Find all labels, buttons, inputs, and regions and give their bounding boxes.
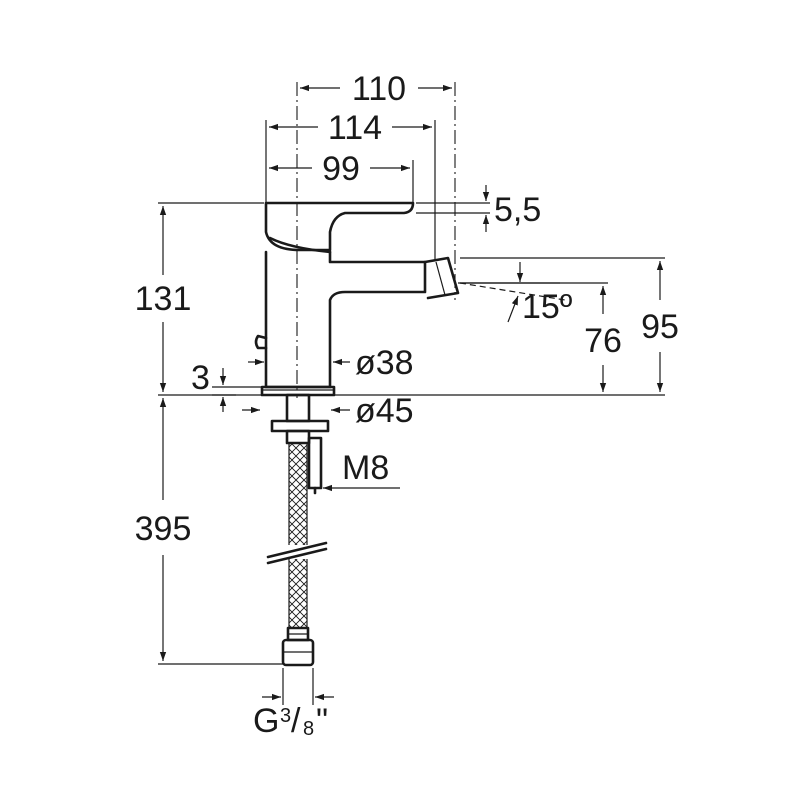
dim-3-label: 3 [191,359,210,397]
dim-15-label: 15º [522,288,572,326]
thread-denominator: 8 [303,718,314,740]
braided-hose [289,443,307,628]
faucet-body [254,201,460,667]
break-line-1 [266,541,328,559]
dim-15-angle-line [459,282,566,301]
handle-lever [264,201,415,252]
dimension-lines [159,84,664,701]
thread-g-label: G [253,702,279,740]
threaded-stud [285,393,311,423]
dim-114-label: 114 [328,109,382,147]
thread-numerator: 3 [280,705,291,727]
dim-5-5-label: 5,5 [494,191,541,229]
dim-131-label: 131 [135,280,192,318]
fixing-nut [285,429,311,445]
dim-76-label: 76 [584,322,622,360]
handle-lever-underside [268,236,332,254]
dim-38-label: ø38 [355,344,414,382]
nozzle-ring [435,261,446,296]
m8-label: M8 [342,449,389,487]
mixer-body [264,250,427,389]
thread-inch-mark: " [316,702,328,740]
m8-rod [307,436,323,490]
break-line-2 [266,547,328,565]
dim-110-label: 110 [352,70,406,108]
dim-99-label: 99 [322,150,360,188]
dim-45-label: ø45 [355,392,414,430]
mounting-washer [270,419,330,433]
thread-slash: / [291,702,301,740]
popup-knob [254,334,268,350]
dim-95-label: 95 [641,308,679,346]
dim-395-label: 395 [135,510,192,548]
dim-15-arrow-bottom [507,295,519,323]
dimension-labels: 110 114 99 5,5 131 15º 76 95 3 ø38 ø45 M… [135,70,679,740]
spout-nozzle [423,256,460,300]
axis-lines [296,82,456,398]
